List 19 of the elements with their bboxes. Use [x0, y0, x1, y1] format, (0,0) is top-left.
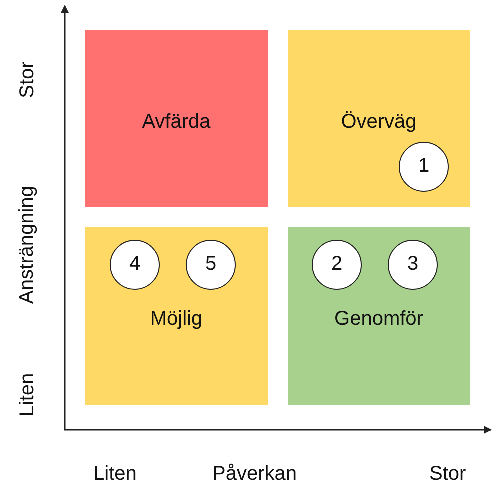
numbered-circle: 2	[312, 240, 362, 290]
numbered-circle: 1	[399, 142, 449, 192]
axis-label: Liten	[94, 462, 137, 486]
axis-title: Påverkan	[212, 462, 297, 486]
quadrant-label: Genomför	[334, 307, 424, 331]
numbered-circle: 4	[110, 240, 160, 290]
numbered-circle: 5	[186, 240, 236, 290]
axis-label: Stor	[430, 462, 466, 486]
quadrant-label: Överväg	[340, 110, 418, 134]
axis-title: Ansträngning	[14, 186, 39, 304]
quadrant-label: Avfärda	[141, 110, 212, 134]
quadrant-box	[85, 30, 268, 207]
numbered-circle: 3	[388, 240, 438, 290]
quadrant-label: Möjlig	[149, 307, 204, 331]
quadrant-box	[288, 30, 470, 207]
axis-label: Liten	[15, 373, 40, 417]
quadrant-box	[288, 227, 470, 405]
quadrant-box	[85, 227, 268, 405]
axis-label: Stor	[14, 62, 39, 98]
